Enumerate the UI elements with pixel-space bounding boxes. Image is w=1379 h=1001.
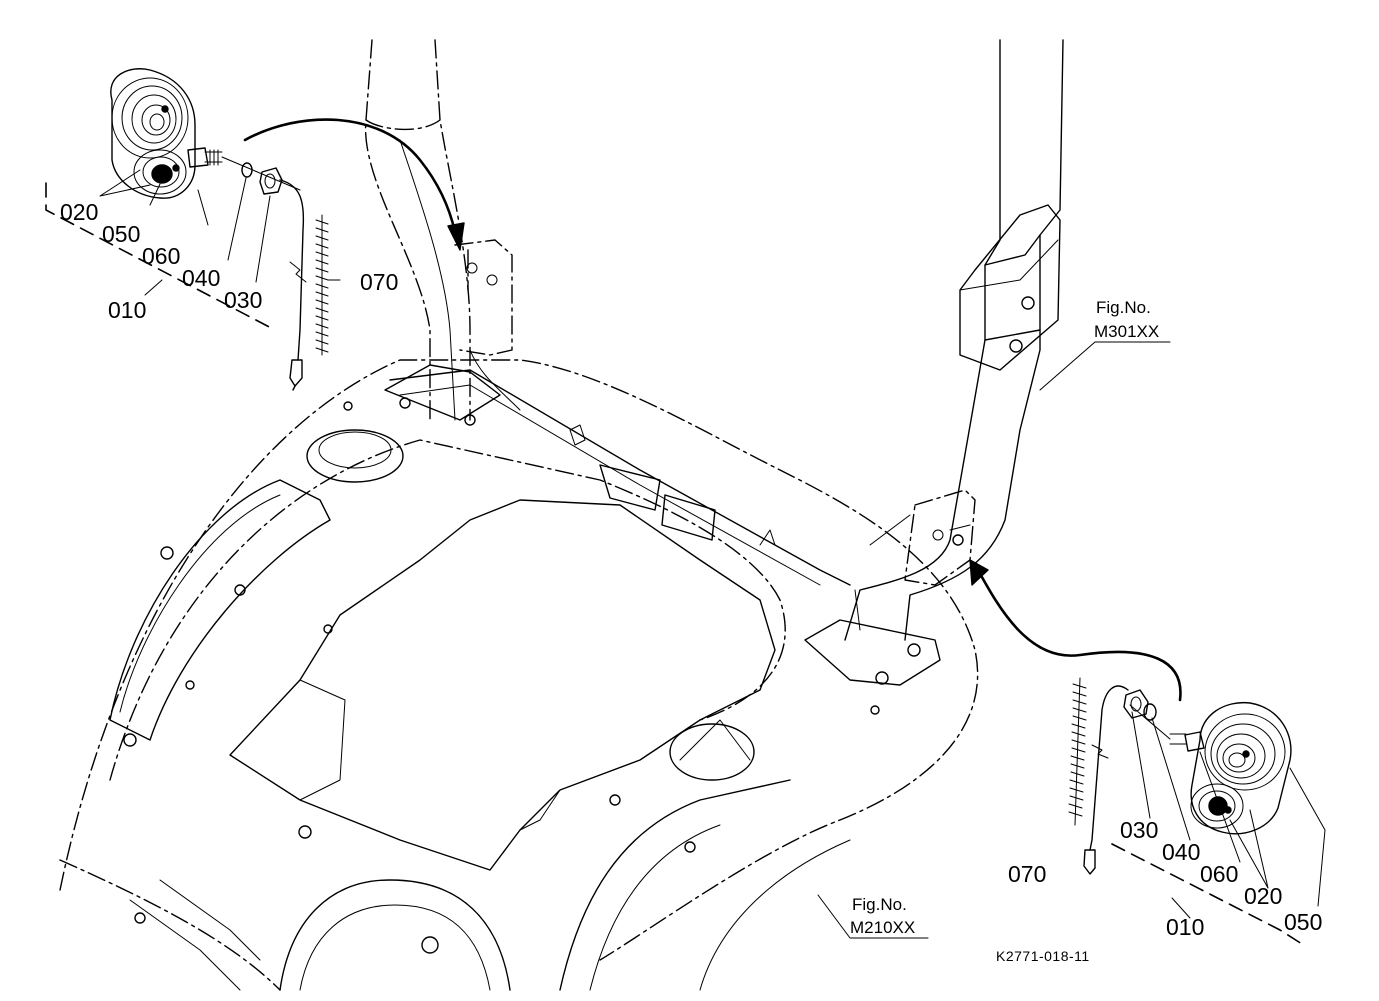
label-right-070: 070 [1008, 861, 1046, 887]
label-left-060: 060 [142, 243, 180, 269]
label-right-030: 030 [1120, 817, 1158, 843]
tractor-floor-frame [59, 359, 979, 991]
right-work-lamp [969, 559, 1292, 875]
fig-ref-rops-title: Fig.No. [1096, 298, 1151, 317]
label-right-020: 020 [1244, 883, 1282, 909]
fig-ref-rops: Fig.No. M301XX [1039, 298, 1171, 391]
label-right-040: 040 [1162, 839, 1200, 865]
fig-ref-rops-code: M301XX [1094, 322, 1159, 341]
left-callout-leaders [45, 169, 341, 331]
label-right-010: 010 [1166, 914, 1204, 940]
drawing-number: K2771-018-11 [996, 948, 1090, 964]
left-work-lamp [110, 68, 465, 391]
fig-ref-floor-title: Fig.No. [852, 895, 907, 914]
label-left-020: 020 [60, 199, 98, 225]
label-left-010: 010 [108, 297, 146, 323]
label-left-050: 050 [102, 221, 140, 247]
label-left-040: 040 [182, 265, 220, 291]
label-left-070: 070 [360, 269, 398, 295]
fig-ref-floor: Fig.No. M210XX [817, 894, 929, 939]
label-right-060: 060 [1200, 861, 1238, 887]
right-callout-leaders [1111, 711, 1326, 945]
label-right-050: 050 [1284, 909, 1322, 935]
label-left-030: 030 [224, 287, 262, 313]
fig-ref-floor-code: M210XX [850, 918, 915, 937]
rops-frame [364, 39, 1064, 641]
